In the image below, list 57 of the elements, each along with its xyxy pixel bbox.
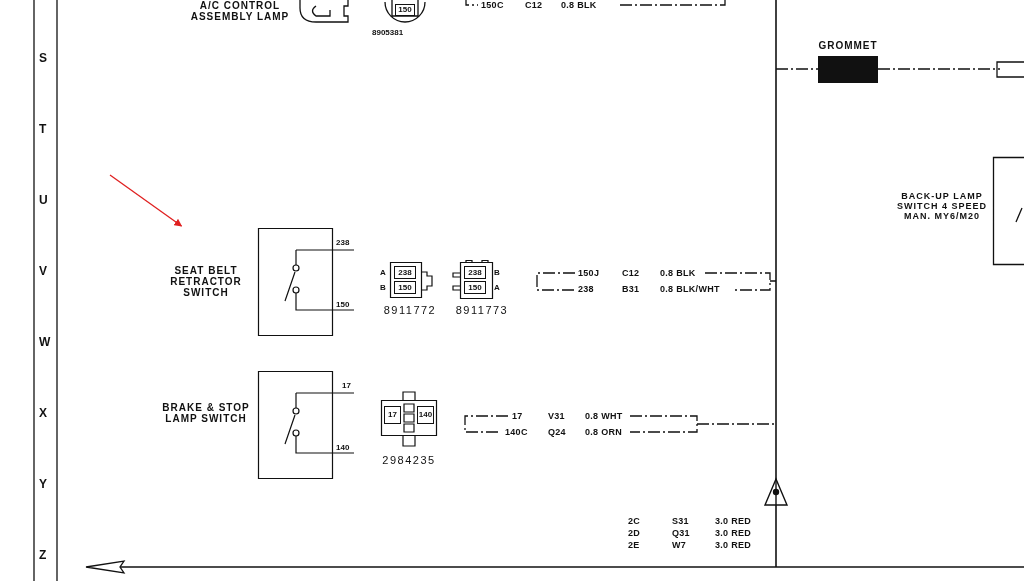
pin-number: 150 <box>395 4 415 16</box>
circuit-code: C12 <box>525 0 543 10</box>
pin-letter: A <box>380 268 386 277</box>
row-letter: S <box>39 52 47 65</box>
wire-number: 2E <box>628 540 640 550</box>
pin-number: 17 <box>384 406 401 424</box>
pin-letter: B <box>494 268 500 277</box>
terminal-number: 140 <box>336 443 350 452</box>
wire-gauge-color: 0.8 BLK/WHT <box>660 284 720 294</box>
wire-gauge-color: 3.0 RED <box>715 516 752 526</box>
wire-number: 2C <box>628 516 641 526</box>
wire-gauge-color: 0.8 WHT <box>585 411 623 421</box>
wire-gauge-color: 3.0 RED <box>715 528 752 538</box>
circuit-code: Q24 <box>548 427 566 437</box>
component-label: GROMMET <box>817 40 879 51</box>
pin-number: 150 <box>464 281 486 294</box>
row-letter: Z <box>39 549 47 562</box>
row-letter: W <box>39 336 51 349</box>
component-label: BRAKE & STOP LAMP SWITCH <box>161 402 251 424</box>
pointer-arrow <box>109 174 183 227</box>
circuit-code: Q31 <box>672 528 690 538</box>
wire-gauge-color: 3.0 RED <box>715 540 752 550</box>
wire-number: 150C <box>481 0 504 10</box>
circuit-code: W7 <box>672 540 687 550</box>
row-letter: T <box>39 123 47 136</box>
part-number: 2984235 <box>381 454 437 466</box>
component-label: A/C CONTROL ASSEMBLY LAMP <box>190 0 290 22</box>
terminal-number: 238 <box>336 238 350 247</box>
pin-number: 140 <box>417 406 434 424</box>
part-number: 8911772 <box>382 304 438 316</box>
row-letter: X <box>39 407 47 420</box>
circuit-code: C12 <box>622 268 640 278</box>
row-letter: V <box>39 265 47 278</box>
pin-letter: 8905381 <box>372 28 405 37</box>
component-label: BACK-UP LAMP SWITCH 4 SPEED MAN. MY6/M20 <box>896 191 988 221</box>
wire-number: 238 <box>578 284 594 294</box>
wire-number: 140C <box>505 427 528 437</box>
pin-number: 238 <box>394 266 416 279</box>
pin-letter: B <box>380 283 386 292</box>
wire-number: 150J <box>578 268 600 278</box>
terminal-number: 17 <box>342 381 351 390</box>
row-letter: Y <box>39 478 47 491</box>
part-number: 8911773 <box>454 304 510 316</box>
wire-gauge-color: 0.8 BLK <box>660 268 696 278</box>
wire-number: 2D <box>628 528 641 538</box>
component-label: SEAT BELT RETRACTOR SWITCH <box>169 265 243 298</box>
wire-gauge-color: 0.8 BLK <box>561 0 597 10</box>
pin-number: 150 <box>394 281 416 294</box>
wire-number: 17 <box>512 411 523 421</box>
pin-letter: A <box>494 283 500 292</box>
pin-number: 238 <box>464 266 486 279</box>
row-letter: U <box>39 194 48 207</box>
wire-gauge-color: 0.8 ORN <box>585 427 623 437</box>
circuit-code: S31 <box>672 516 689 526</box>
circuit-code: V31 <box>548 411 565 421</box>
terminal-number: 150 <box>336 300 350 309</box>
circuit-code: B31 <box>622 284 640 294</box>
